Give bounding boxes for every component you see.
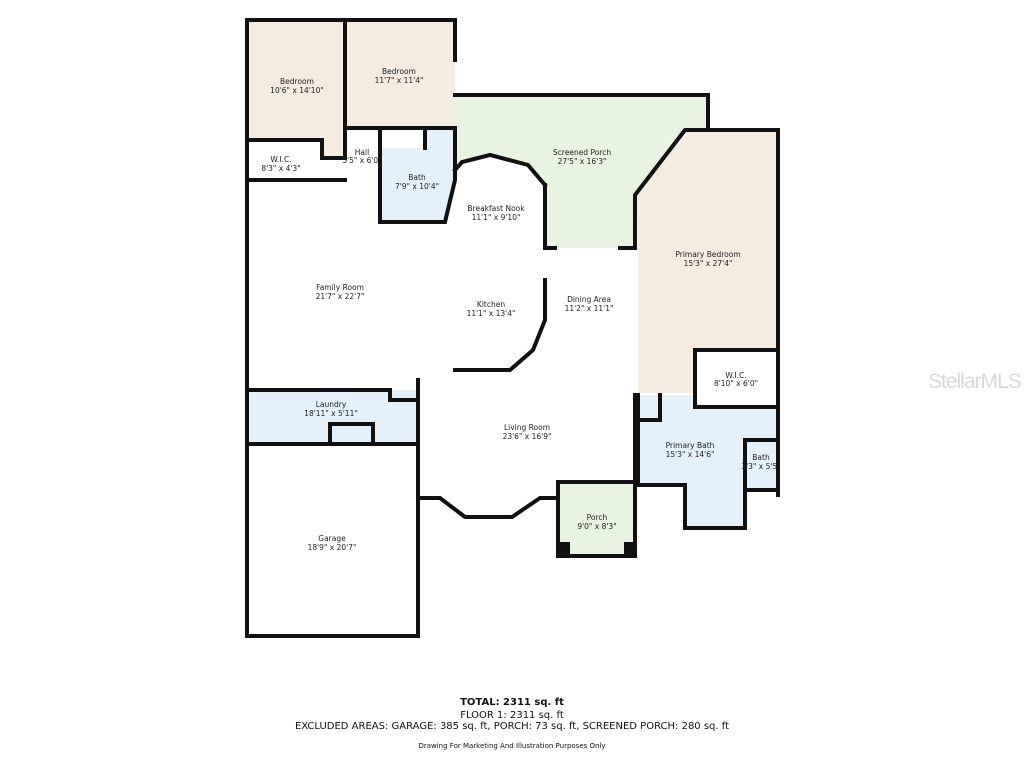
room-name: Bath (752, 453, 770, 462)
room-dims: 11'2" x 11'1" (565, 304, 614, 313)
room-dims: 18'11" x 5'11" (304, 409, 358, 418)
room-name: Breakfast Nook (467, 204, 525, 213)
bath-1-fill (378, 128, 455, 222)
total-area: TOTAL: 2311 sq. ft (460, 697, 564, 708)
room-name: Family Room (316, 283, 364, 292)
room-name: Screened Porch (553, 148, 611, 157)
primary-bedroom-fill (638, 130, 778, 393)
room-dims: 9'0" x 8'3" (577, 522, 616, 531)
room-dims: 5'5" x 6'0" (342, 156, 381, 165)
room-dims: 8'3" x 4'3" (261, 164, 300, 173)
porch-fill (558, 482, 635, 556)
room-name: Bedroom (382, 67, 416, 76)
room-dims: 3'3" x 5'5" (741, 462, 780, 471)
room-name: Dining Area (567, 295, 611, 304)
room-name: Living Room (504, 423, 550, 432)
room-dims: 11'1" x 9'10" (472, 213, 521, 222)
room-dims: 15'3" x 14'6" (666, 450, 715, 459)
room-dims: 21'7" x 22'7" (316, 292, 365, 301)
room-name: W.I.C. (270, 155, 291, 164)
bedroom-2-fill (345, 20, 455, 128)
room-dims: 8'10" x 6'0" (714, 379, 758, 388)
room-dims: 11'7" x 11'4" (375, 76, 424, 85)
room-name: Primary Bath (666, 441, 715, 450)
room-dims: 18'9" x 20'7" (308, 543, 357, 552)
room-dims: 11'1" x 13'4" (467, 309, 516, 318)
room-name: Laundry (316, 400, 347, 409)
room-dims: 23'6" x 16'9" (503, 432, 552, 441)
room-dims: 10'6" x 14'10" (270, 86, 324, 95)
excluded-areas: EXCLUDED AREAS: GARAGE: 385 sq. ft, PORC… (294, 721, 730, 732)
room-name: Bath (408, 173, 426, 182)
room-name: Primary Bedroom (675, 250, 740, 259)
room-name: Kitchen (477, 300, 505, 309)
room-name: Bedroom (280, 77, 314, 86)
room-name: Porch (587, 513, 608, 522)
watermark: StellarMLS (928, 370, 1022, 393)
room-dims: 15'3" x 27'4" (684, 259, 733, 268)
room-name: W.I.C. (725, 371, 746, 380)
disclaimer: Drawing For Marketing And Illustration P… (418, 742, 606, 750)
room-name: Hall (355, 148, 369, 157)
room-dims: 7'9" x 10'4" (395, 182, 439, 191)
walls (245, 18, 780, 638)
floor-area: FLOOR 1: 2311 sq. ft (460, 710, 564, 721)
screened-porch-fill (455, 95, 708, 248)
room-name: Garage (318, 534, 346, 543)
bedroom-1-fill (247, 20, 345, 158)
room-dims: 27'5" x 16'3" (558, 157, 607, 166)
porch-posts (558, 542, 636, 556)
